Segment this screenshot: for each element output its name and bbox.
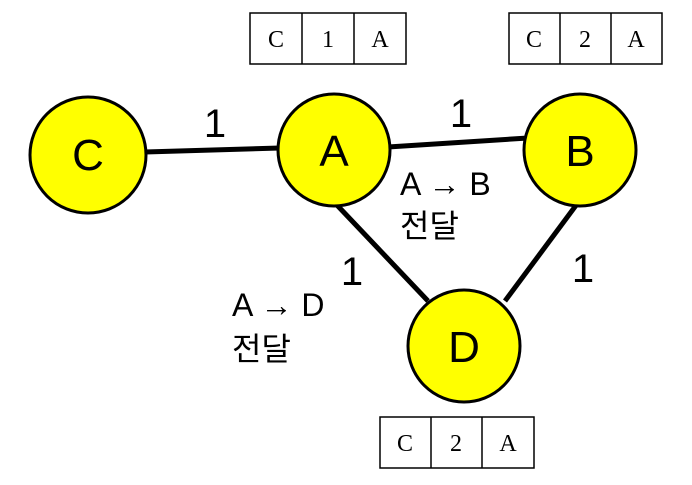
table-b-cell-3: A	[627, 27, 645, 53]
edge-b-d	[502, 202, 580, 303]
table-d-cell-3: A	[499, 431, 517, 457]
annotation-ad-line2: 전달	[232, 331, 291, 367]
node-c	[28, 95, 148, 215]
table-a-cell-1: C	[268, 27, 284, 53]
edge-c-a-weight: 1	[204, 102, 226, 146]
annotation-ab-line2: 전달	[400, 208, 459, 244]
node-a	[276, 92, 392, 208]
node-d-label: D	[448, 323, 480, 372]
node-d	[406, 288, 522, 404]
node-b	[522, 92, 638, 208]
node-c-label: C	[72, 131, 104, 180]
routing-table-a: C 1 A	[249, 12, 407, 65]
edge-a-d	[333, 201, 430, 303]
routing-table-b: C 2 A	[508, 12, 663, 65]
table-a-cell-3: A	[371, 27, 389, 53]
edge-a-d-weight: 1	[341, 250, 363, 294]
table-d-cell-2: 2	[450, 431, 462, 457]
edge-a-b	[387, 135, 529, 150]
edge-a-b-weight: 1	[450, 92, 472, 136]
table-a-cell-2: 1	[322, 27, 334, 53]
table-b-cell-2: 2	[579, 27, 591, 53]
edge-b-d-weight: 1	[572, 247, 594, 291]
node-a-label: A	[319, 127, 349, 176]
annotation-ad-line1: A → D	[232, 287, 324, 323]
edge-c-a	[144, 145, 281, 155]
routing-table-d: C 2 A	[379, 416, 535, 469]
node-b-label: B	[565, 127, 594, 176]
table-d-cell-1: C	[397, 431, 413, 457]
table-b-cell-1: C	[526, 27, 542, 53]
annotation-ab-line1: A → B	[400, 166, 491, 202]
